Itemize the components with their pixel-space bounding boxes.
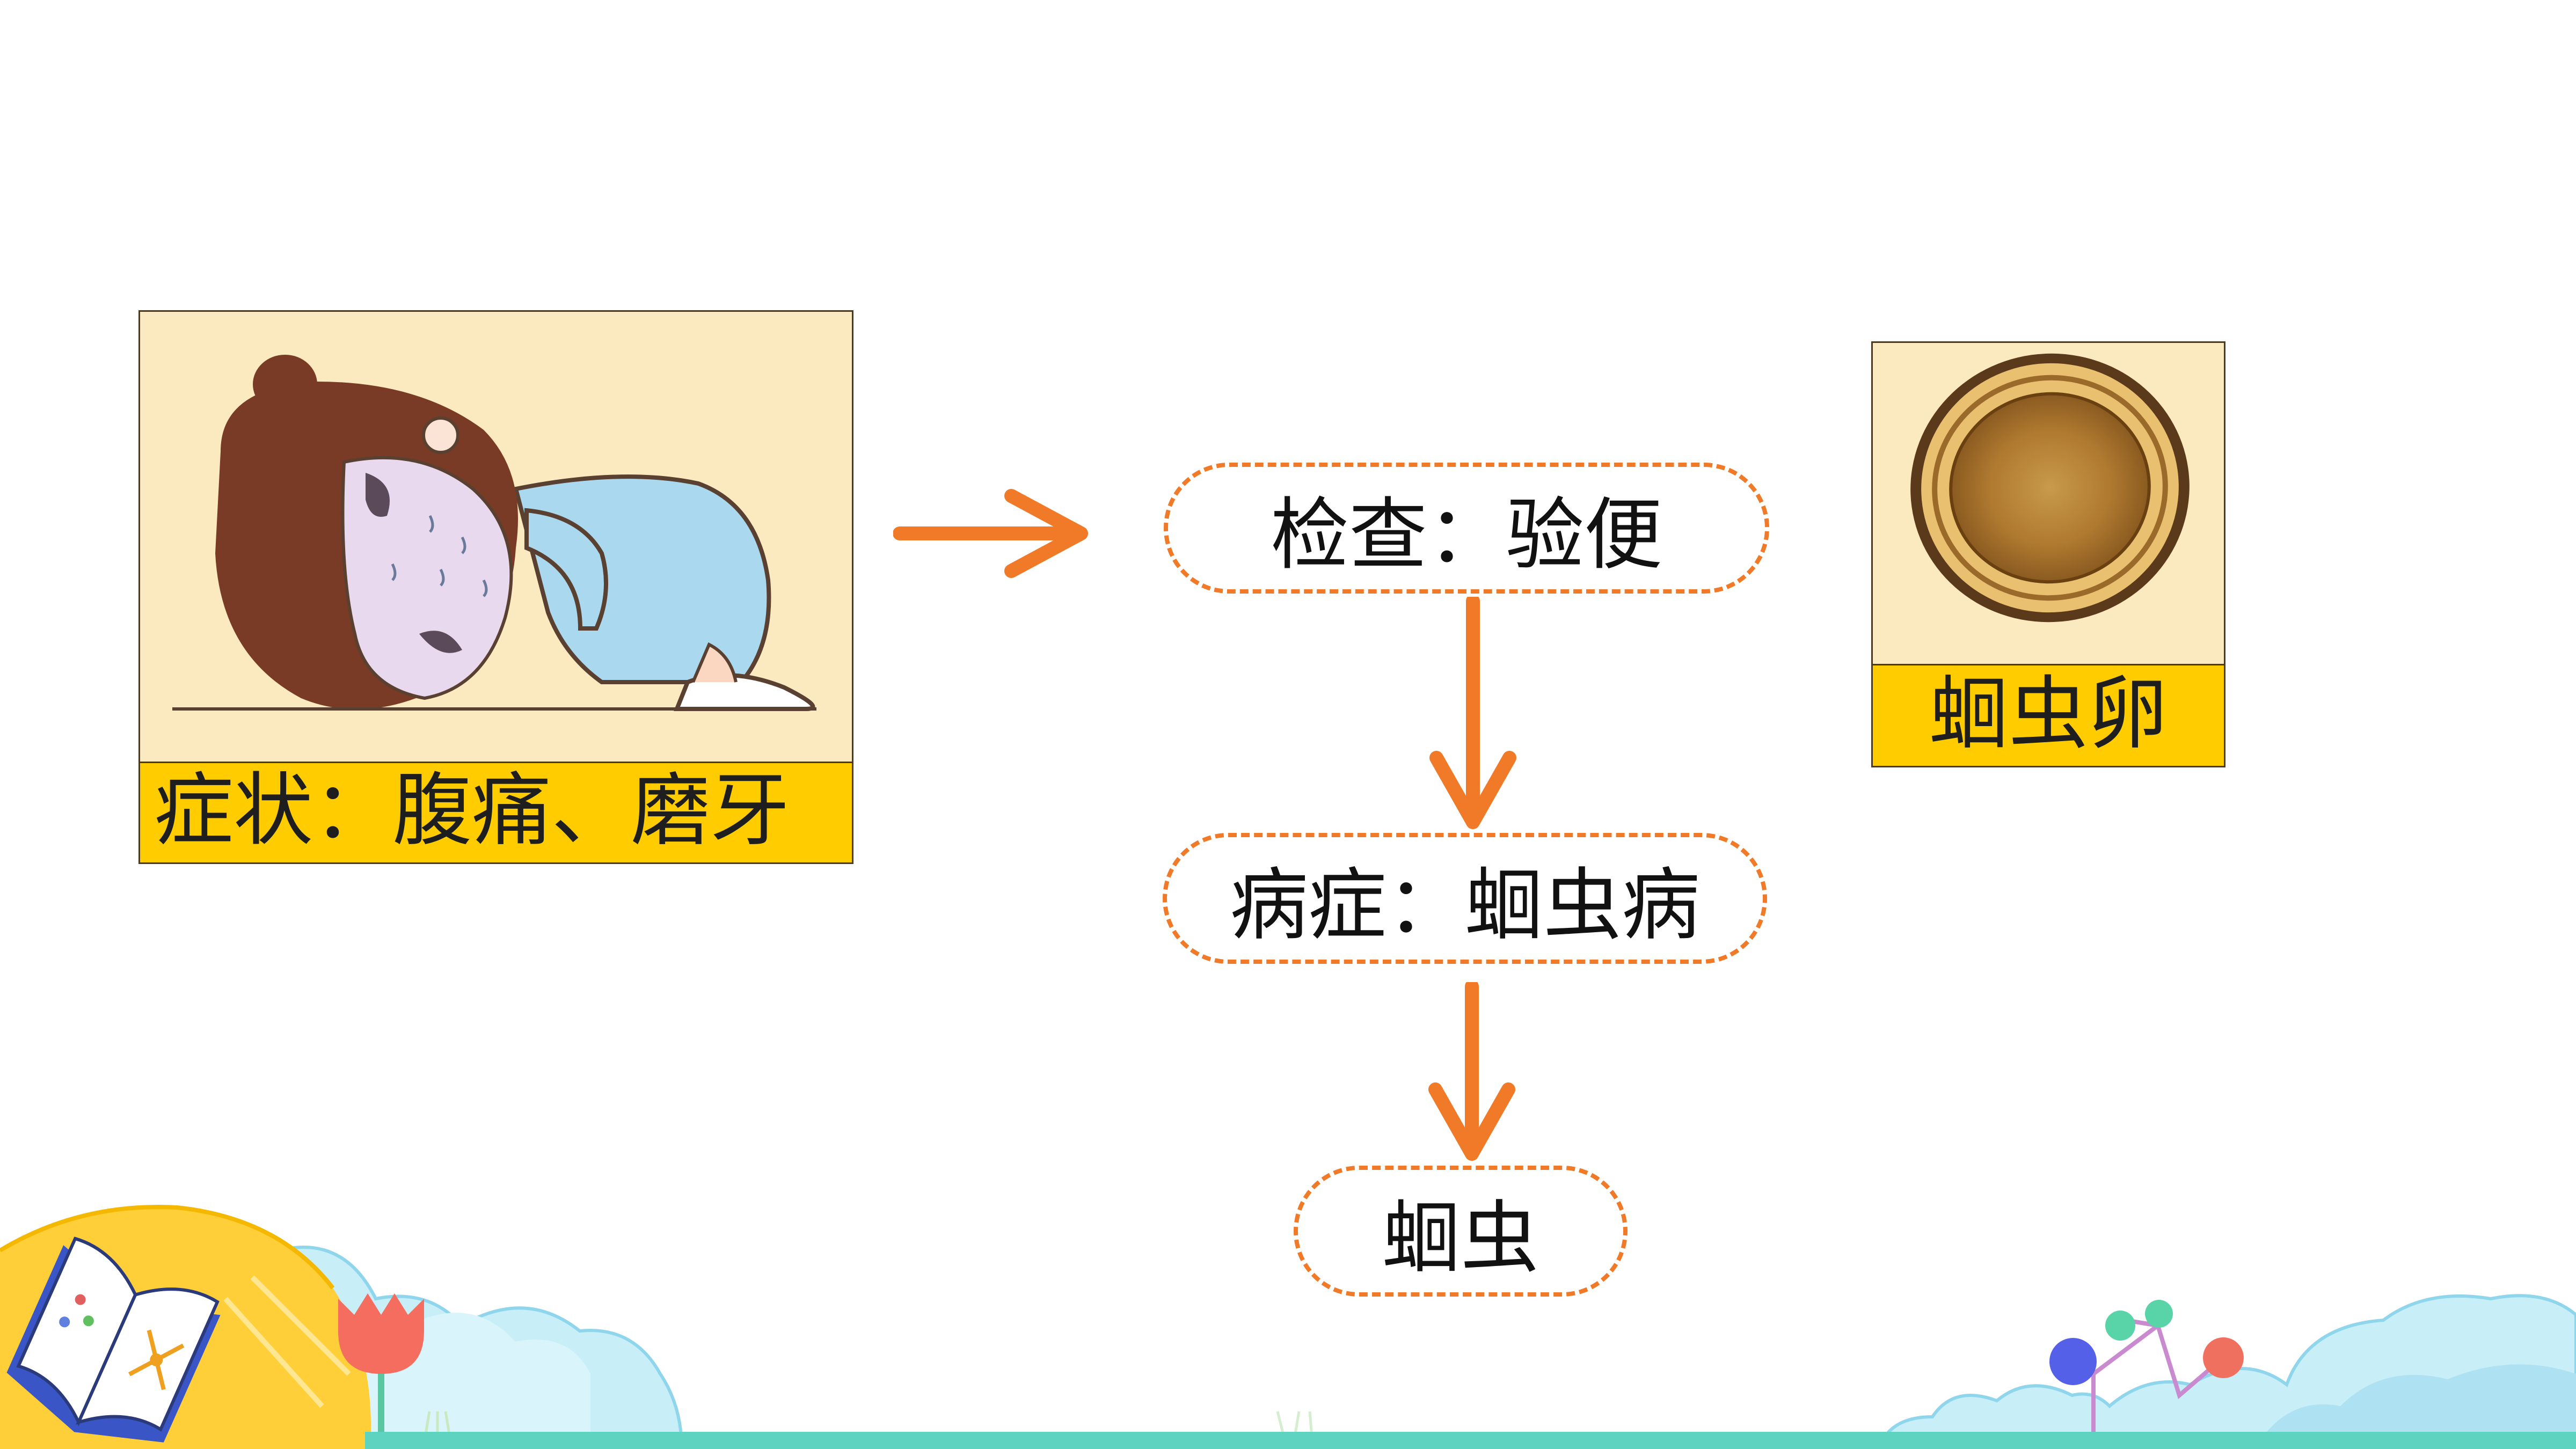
down-arrow-1 — [1429, 597, 1516, 829]
tree-ball-blue — [2049, 1338, 2097, 1385]
stomach-ache-girl-illustration — [172, 355, 816, 711]
symptom-caption: 症状：腹痛、磨牙 — [140, 762, 852, 862]
check-node: 检查：验便 — [1164, 463, 1769, 594]
open-book-icon — [6, 1236, 221, 1443]
egg-card: 蛔虫卵 — [1871, 341, 2225, 767]
tree-ball-red — [2203, 1337, 2244, 1378]
tree-ball-green — [2105, 1311, 2135, 1341]
down-arrow-2 — [1428, 982, 1515, 1161]
egg-caption: 蛔虫卵 — [1873, 664, 2224, 766]
tree-ball-green-small — [2145, 1300, 2173, 1328]
ground-strip — [365, 1432, 2576, 1449]
cause-node: 蛔虫 — [1294, 1166, 1628, 1297]
symptom-card: 症状：腹痛、磨牙 — [138, 310, 853, 864]
right-arrow — [893, 489, 1088, 578]
roundworm-egg-image — [1910, 353, 2190, 623]
disease-node: 病症：蛔虫病 — [1163, 833, 1767, 964]
